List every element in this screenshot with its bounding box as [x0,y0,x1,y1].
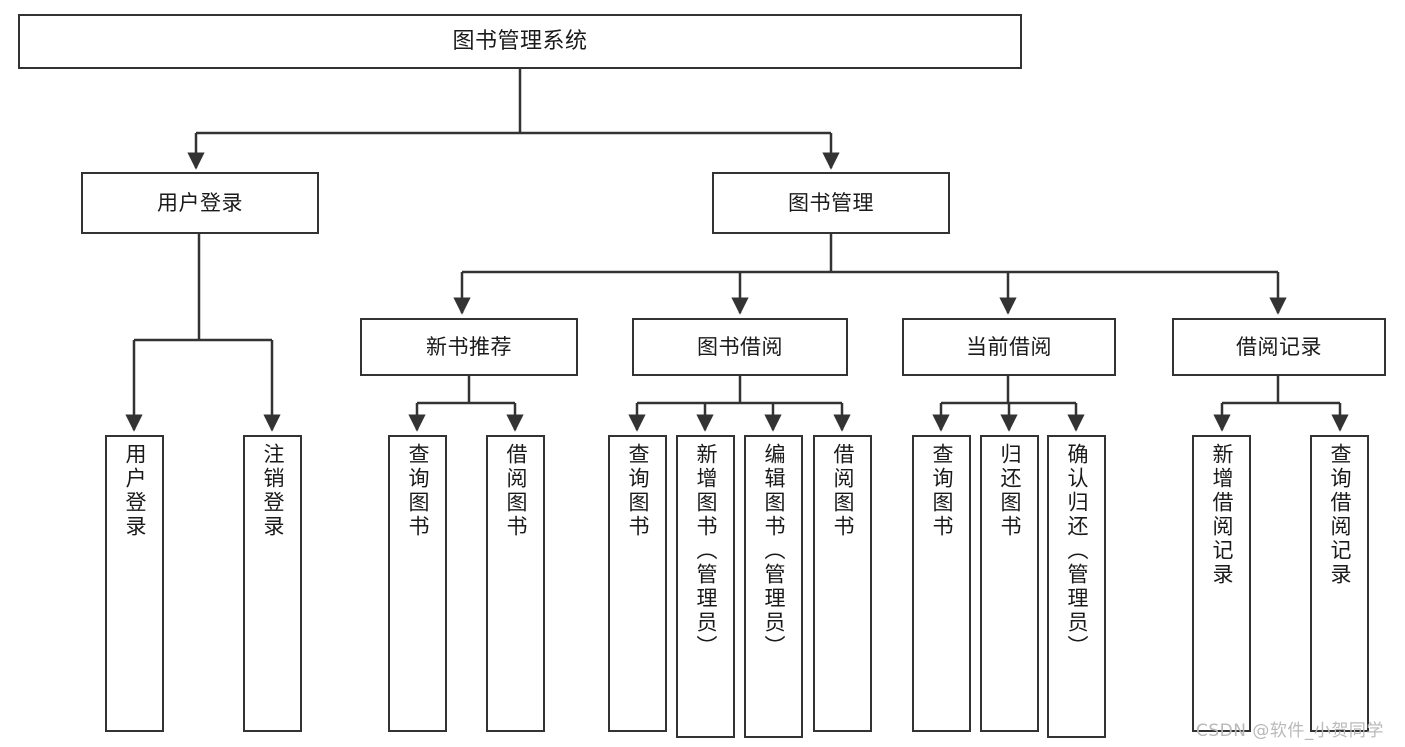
node-leaf-return-book[interactable]: 归还图书 [980,435,1039,732]
node-book-management[interactable]: 图书管理 [712,172,950,234]
csdn-watermark: CSDN @软件_小贺同学 [1196,721,1384,741]
node-leaf-query-book-current[interactable]: 查询图书 [912,435,971,732]
node-label: 确认归还（管理员） [1065,443,1089,659]
node-leaf-confirm-return-admin[interactable]: 确认归还（管理员） [1047,435,1106,738]
node-new-book-recommendation[interactable]: 新书推荐 [360,318,578,376]
node-label: 查询图书 [626,443,650,539]
node-label: 借阅图书 [831,443,855,539]
node-book-borrowing[interactable]: 图书借阅 [632,318,848,376]
node-label: 新增图书（管理员） [694,443,718,659]
node-leaf-edit-book-admin[interactable]: 编辑图书（管理员） [744,435,803,738]
node-label: 用户登录 [123,443,147,539]
node-borrowing-record[interactable]: 借阅记录 [1172,318,1386,376]
node-label: 图书管理 [788,190,874,215]
node-leaf-user-logout[interactable]: 注销登录 [243,435,302,732]
node-current-borrowing[interactable]: 当前借阅 [902,318,1116,376]
node-label: 注销登录 [261,443,285,539]
node-leaf-borrow-book-recommendation[interactable]: 借阅图书 [486,435,545,732]
node-leaf-lend-book[interactable]: 借阅图书 [813,435,872,732]
node-leaf-add-book-admin[interactable]: 新增图书（管理员） [676,435,735,738]
node-leaf-query-borrow-record[interactable]: 查询借阅记录 [1310,435,1369,732]
node-leaf-query-book-borrow[interactable]: 查询图书 [608,435,667,732]
node-leaf-user-login[interactable]: 用户登录 [105,435,164,732]
node-label: 图书管理系统 [452,28,588,54]
node-book-management-system[interactable]: 图书管理系统 [18,14,1022,69]
node-leaf-add-borrow-record[interactable]: 新增借阅记录 [1192,435,1251,732]
node-label: 新书推荐 [426,334,512,359]
node-label: 借阅图书 [504,443,528,539]
node-label: 新增借阅记录 [1210,443,1234,587]
node-label: 当前借阅 [966,334,1052,359]
node-label: 归还图书 [998,443,1022,539]
node-leaf-query-book-recommendation[interactable]: 查询图书 [388,435,447,732]
node-label: 编辑图书（管理员） [762,443,786,659]
node-label: 查询借阅记录 [1328,443,1352,587]
node-label: 图书借阅 [697,334,783,359]
node-label: 查询图书 [406,443,430,539]
node-user-login[interactable]: 用户登录 [81,172,319,234]
node-label: 查询图书 [930,443,954,539]
node-label: 用户登录 [157,190,243,215]
node-label: 借阅记录 [1236,334,1322,359]
